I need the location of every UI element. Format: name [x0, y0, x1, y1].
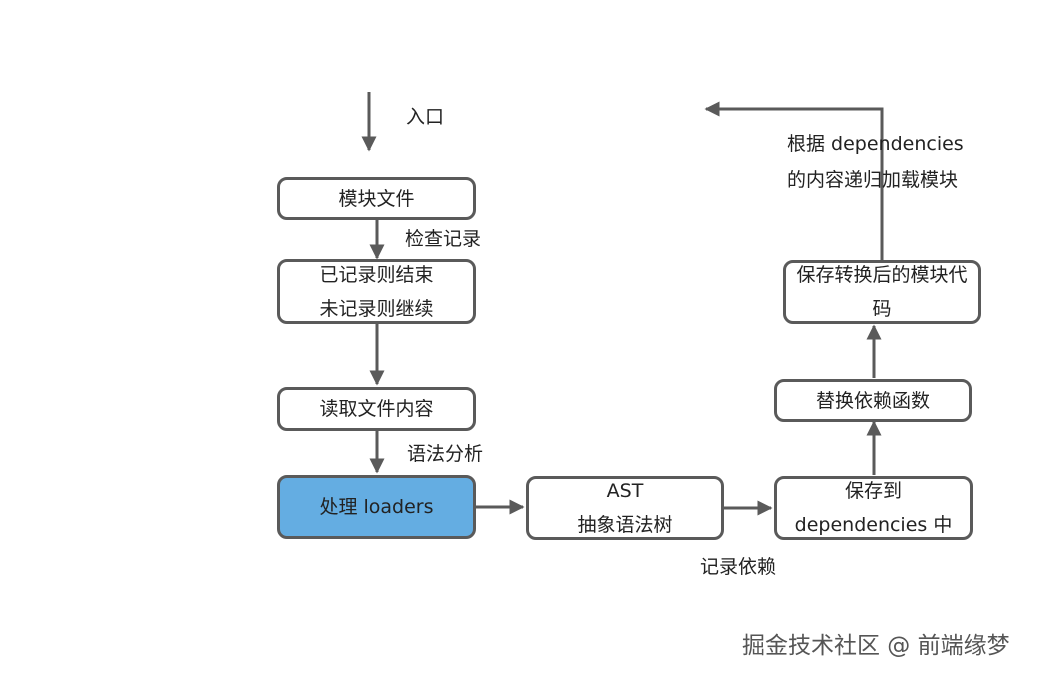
node-check-line2: 未记录则继续 [319, 297, 434, 320]
node-module-file-label: 模块文件 [338, 187, 415, 210]
node-loaders: 处理 loaders [277, 475, 476, 539]
node-read-file-label: 读取文件内容 [319, 398, 434, 420]
label-recursive-line2: 的内容递归加载模块 [787, 169, 959, 191]
label-record-deps: 记录依赖 [700, 556, 777, 578]
label-syntax-analysis: 语法分析 [407, 443, 484, 465]
watermark: 掘金技术社区 @ 前端缘梦 [742, 633, 1010, 659]
node-loaders-label: 处理 loaders [319, 496, 434, 518]
node-save-code-line2: 码 [872, 298, 892, 320]
node-ast: AST 抽象语法树 [526, 476, 724, 540]
node-read-file: 读取文件内容 [277, 387, 476, 431]
node-check-line1: 已记录则结束 [319, 263, 434, 286]
label-recursive-line1: 根据 dependencies [787, 133, 964, 155]
node-module-file: 模块文件 [277, 177, 476, 220]
label-check-record: 检查记录 [405, 228, 482, 250]
node-save-dependencies: 保存到 dependencies 中 [774, 476, 973, 540]
arrow-recursive-load [704, 101, 884, 262]
node-replace-deps: 替换依赖函数 [774, 379, 972, 422]
node-save-code: 保存转换后的模块代 码 [783, 260, 981, 324]
node-check-record: 已记录则结束 未记录则继续 [277, 259, 476, 324]
node-save-code-line1: 保存转换后的模块代 [796, 264, 968, 286]
label-entry: 入口 [406, 106, 445, 128]
node-ast-line2: 抽象语法树 [577, 514, 673, 536]
node-replace-deps-label: 替换依赖函数 [815, 389, 930, 412]
node-ast-line1: AST [606, 480, 644, 502]
node-save-line1: 保存到 [844, 480, 902, 502]
node-save-line2: dependencies 中 [794, 514, 953, 536]
